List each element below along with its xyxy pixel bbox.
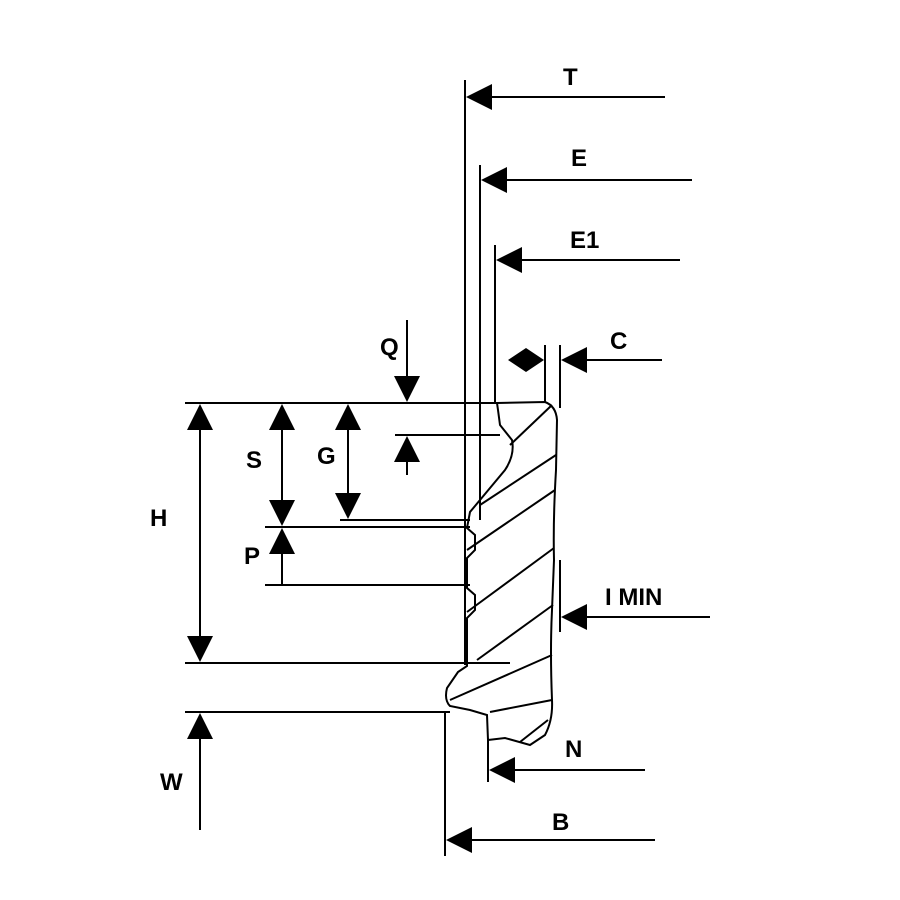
label-P: P [244,543,260,570]
label-I-min: I MIN [605,584,662,611]
dimension-S: S [246,404,295,526]
arrowhead-icon [496,247,522,273]
dimension-W: W [160,713,213,830]
label-W: W [160,769,183,796]
arrowhead-icon [335,493,361,519]
arrowhead-icon [489,757,515,783]
label-H: H [150,505,167,532]
arrowhead-icon [481,167,507,193]
arrowhead-icon [446,827,472,853]
arrowhead-icon [394,436,420,462]
arrowhead-icon [269,404,295,430]
dimension-E1: E1 [496,227,680,273]
label-E1: E1 [570,227,599,254]
label-T: T [563,64,578,91]
arrowhead-icon [269,500,295,526]
label-Q: Q [380,334,399,361]
reference-lines [185,80,561,856]
label-G: G [317,443,336,470]
arrowhead-icon [335,404,361,430]
arrowhead-icon [187,636,213,662]
dimension-B: B [446,809,655,853]
dimension-C: C [508,328,662,373]
arrowhead-icon [187,713,213,739]
arrowhead-icon [526,348,544,372]
arrowhead-icon [561,604,587,630]
arrowhead-icon [187,404,213,430]
label-N: N [565,736,582,763]
arrowhead-icon [466,84,492,110]
arrowhead-icon [508,348,526,372]
dimension-P: P [244,528,295,585]
dimension-Q: Q [380,320,420,475]
arrowhead-icon [394,376,420,402]
dimension-T: T [466,64,665,110]
label-E: E [571,145,587,172]
dimension-E: E [481,145,692,193]
label-B: B [552,809,569,836]
label-S: S [246,447,262,474]
dimension-G: G [317,404,361,519]
dimension-H: H [150,404,213,662]
arrowhead-icon [269,528,295,554]
arrowhead-icon [561,347,587,373]
dimension-I-min: I MIN [561,584,710,630]
label-C: C [610,328,627,355]
part-profile [445,400,559,747]
dimension-N: N [489,736,645,783]
